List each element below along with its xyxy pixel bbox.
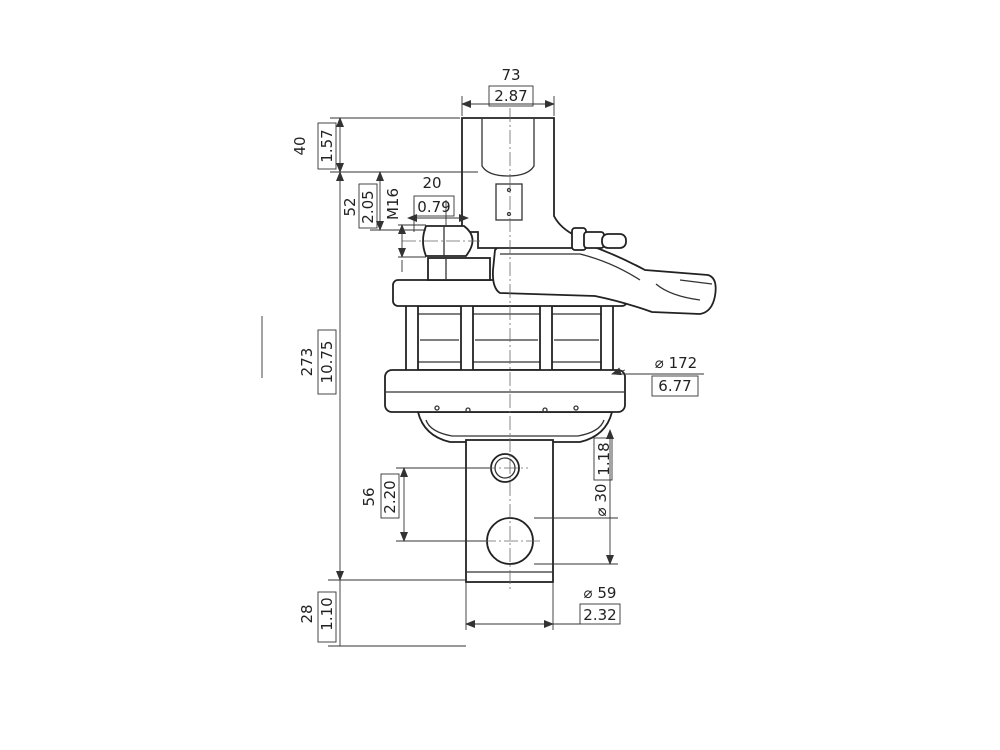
dim-shaft-end-mm: 28 bbox=[298, 604, 316, 623]
lower-flange bbox=[384, 369, 626, 413]
dim-port-depth-mm: 20 bbox=[422, 174, 441, 192]
dim-top-height-mm: 40 bbox=[291, 136, 309, 155]
dim-top-height-in: 1.57 bbox=[318, 129, 336, 162]
dim-hole-diameter: ⌀ 30 1.18 bbox=[534, 429, 618, 565]
dim-port-depth: 20 0.79 bbox=[407, 174, 469, 232]
dim-flange-diameter-in: 6.77 bbox=[658, 377, 691, 395]
hydraulic-fitting bbox=[571, 227, 627, 251]
dim-hole-spacing: 56 2.20 bbox=[360, 467, 490, 542]
dim-total-height-mm: 273 bbox=[298, 348, 316, 377]
top-lug bbox=[461, 117, 577, 249]
dim-hole-spacing-in: 2.20 bbox=[381, 480, 399, 513]
dim-total-height-in: 10.75 bbox=[318, 341, 336, 384]
dim-top-height: 40 1.57 bbox=[291, 117, 478, 173]
dim-port-thread: M16 bbox=[384, 188, 426, 272]
dim-top-width: 73 2.87 bbox=[461, 66, 555, 116]
dim-shaft-diameter-mm: ⌀ 59 bbox=[584, 584, 617, 602]
lower-drum bbox=[416, 411, 614, 443]
dim-hole-diameter-mm: ⌀ 30 bbox=[592, 484, 610, 517]
dim-port-thread-label: M16 bbox=[384, 188, 402, 220]
dim-shaft-diameter: ⌀ 59 2.32 bbox=[465, 582, 621, 630]
dim-top-width-mm: 73 bbox=[501, 66, 520, 84]
housing-body bbox=[405, 303, 614, 373]
dim-flange-diameter-mm: ⌀ 172 bbox=[655, 354, 697, 372]
dim-port-offset: 52 2.05 bbox=[341, 171, 478, 231]
dim-port-offset-mm: 52 bbox=[341, 197, 359, 216]
dim-top-width-in: 2.87 bbox=[494, 87, 527, 105]
dim-shaft-end-in: 1.10 bbox=[318, 597, 336, 630]
dim-hole-spacing-mm: 56 bbox=[360, 487, 378, 506]
dim-flange-diameter: ⌀ 172 6.77 bbox=[611, 354, 704, 397]
dim-shaft-end: 28 1.10 bbox=[298, 580, 466, 647]
dim-hole-diameter-in: 1.18 bbox=[595, 442, 613, 475]
dim-port-offset-in: 2.05 bbox=[359, 190, 377, 223]
dim-total-height: 273 10.75 bbox=[298, 171, 466, 581]
dim-shaft-diameter-in: 2.32 bbox=[583, 606, 616, 624]
dim-port-depth-in: 0.79 bbox=[417, 198, 450, 216]
